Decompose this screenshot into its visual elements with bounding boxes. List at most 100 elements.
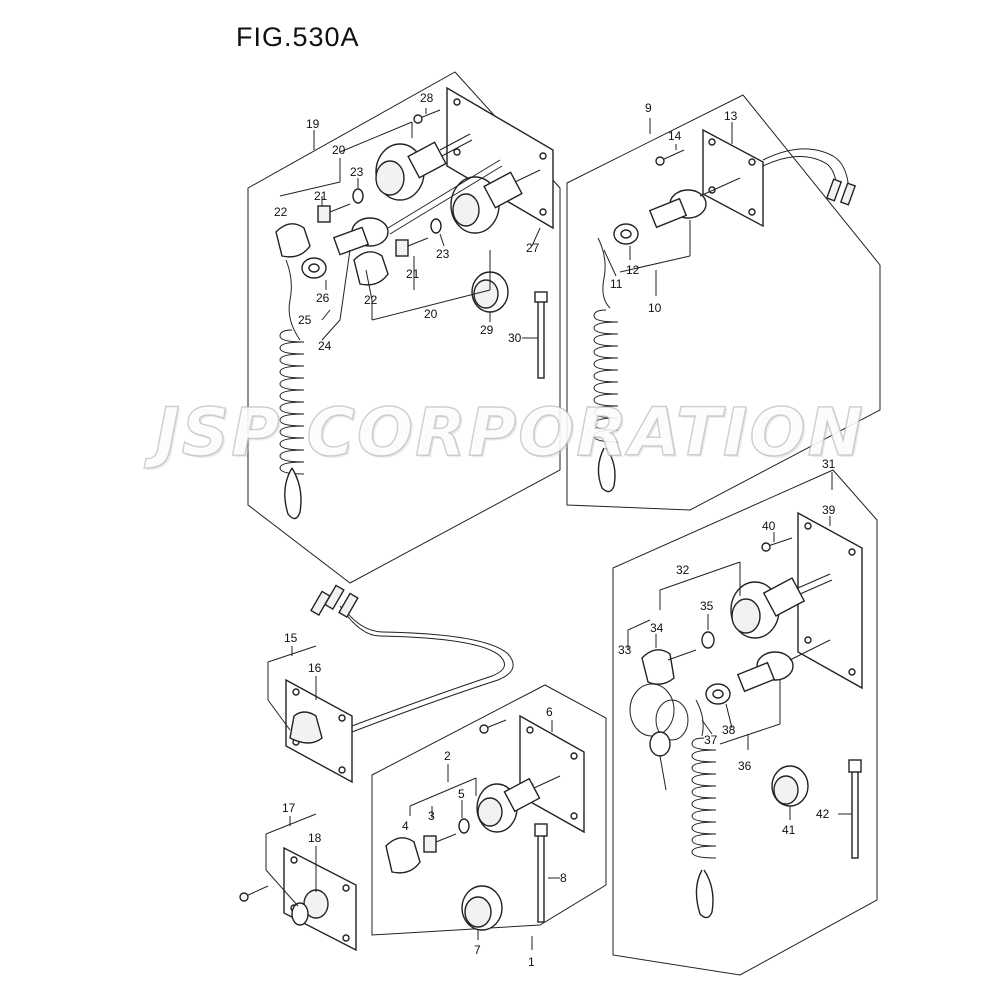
leader-lines-1 xyxy=(409,720,560,950)
callout-16: 16 xyxy=(308,661,322,675)
panel-assembly-31 xyxy=(612,469,878,976)
callout-1: 1 xyxy=(528,955,535,969)
callout-13: 13 xyxy=(724,109,738,123)
tie-strap-30 xyxy=(537,299,545,379)
key-21-lower xyxy=(395,239,409,257)
key-switch-upper xyxy=(375,133,473,201)
wire-harness-13 xyxy=(762,148,857,206)
callout-26: 26 xyxy=(316,291,330,305)
mounting-plate-6 xyxy=(519,714,585,834)
callout-21-lower: 21 xyxy=(406,267,420,281)
leader-lines-19 xyxy=(279,108,541,341)
callout-2: 2 xyxy=(444,749,451,763)
callout-22-lower: 22 xyxy=(364,293,378,307)
callout-18: 18 xyxy=(308,831,322,845)
callout-34: 34 xyxy=(650,621,664,635)
callout-8: 8 xyxy=(560,871,567,885)
panel-switch-15 xyxy=(267,584,514,784)
key-21-upper xyxy=(317,205,331,223)
key-cap-4 xyxy=(385,837,421,874)
panel-frame-19 xyxy=(247,71,561,584)
key-cap-22-upper xyxy=(275,223,311,258)
panel-assembly-9 xyxy=(566,94,881,511)
callout-24: 24 xyxy=(318,339,332,353)
callout-32: 32 xyxy=(676,563,690,577)
mounting-plate-39 xyxy=(797,511,863,690)
callout-42: 42 xyxy=(816,807,830,821)
washer-35 xyxy=(701,631,715,649)
callout-22-upper: 22 xyxy=(274,205,288,219)
callout-28: 28 xyxy=(420,91,434,105)
key-set-33 xyxy=(629,649,697,791)
callout-4: 4 xyxy=(402,819,409,833)
callout-3: 3 xyxy=(428,809,435,823)
screw-40 xyxy=(767,537,793,547)
ignition-switch xyxy=(730,573,833,639)
callout-17: 17 xyxy=(282,801,296,815)
screw-28 xyxy=(419,109,441,119)
stop-switch-36 xyxy=(736,639,831,693)
lanyard-cord-11 xyxy=(593,237,619,493)
panel-frame-31 xyxy=(612,469,878,976)
callout-35: 35 xyxy=(700,599,714,613)
screw-14 xyxy=(661,149,685,161)
callout-23-upper: 23 xyxy=(350,165,364,179)
callout-21-upper: 21 xyxy=(314,189,328,203)
callout-5: 5 xyxy=(458,787,465,801)
callout-39: 39 xyxy=(822,503,836,517)
panel-switch-17 xyxy=(239,813,357,952)
callout-7: 7 xyxy=(474,943,481,957)
callout-9: 9 xyxy=(645,101,652,115)
key-switch-2 xyxy=(476,775,561,833)
leader-lines-31 xyxy=(627,472,852,820)
callout-33: 33 xyxy=(618,643,632,657)
panel-assembly-19 xyxy=(247,71,561,584)
stop-switch-10 xyxy=(648,177,741,229)
mounting-plate-27 xyxy=(446,86,554,230)
callout-20-upper: 20 xyxy=(332,143,346,157)
tie-strap-42 xyxy=(851,769,859,859)
callout-15: 15 xyxy=(284,631,298,645)
key-3 xyxy=(423,835,437,853)
key-cap-22-lower xyxy=(353,251,389,286)
figure-title: FIG.530A xyxy=(236,22,360,52)
lanyard-cord-24 xyxy=(279,259,305,520)
callout-27: 27 xyxy=(526,241,540,255)
leader-lines-9 xyxy=(603,118,733,296)
callout-10: 10 xyxy=(648,301,662,315)
callout-20-lower: 20 xyxy=(424,307,438,321)
screw xyxy=(485,719,507,729)
tie-strap-8 xyxy=(537,833,545,923)
callout-19: 19 xyxy=(306,117,320,131)
panel-frame-9 xyxy=(566,94,881,511)
stop-switch xyxy=(332,159,503,256)
panel-frame-1 xyxy=(371,684,607,936)
callout-36: 36 xyxy=(738,759,752,773)
washer-23-lower xyxy=(430,218,442,234)
callout-11: 11 xyxy=(610,277,623,291)
callout-38: 38 xyxy=(722,723,736,737)
callout-29: 29 xyxy=(480,323,494,337)
callout-23-lower: 23 xyxy=(436,247,450,261)
callout-31: 31 xyxy=(822,457,836,471)
key-switch-lower xyxy=(450,169,541,234)
mounting-plate-13 xyxy=(702,128,764,228)
screw-17 xyxy=(245,885,269,897)
callout-12: 12 xyxy=(626,263,640,277)
callout-14: 14 xyxy=(668,129,682,143)
callout-30: 30 xyxy=(508,331,522,345)
callout-41: 41 xyxy=(782,823,796,837)
harness-15 xyxy=(310,584,514,733)
leader-lines-17 xyxy=(265,813,317,907)
washer-23-upper xyxy=(352,188,364,204)
callout-40: 40 xyxy=(762,519,776,533)
callout-numbers: 19 20 23 21 22 28 27 23 21 26 22 25 20 2… xyxy=(274,91,836,969)
callout-6: 6 xyxy=(546,705,553,719)
washer-5 xyxy=(458,818,470,834)
lanyard-cord-37 xyxy=(691,699,717,919)
toggle-switch-16 xyxy=(289,711,323,744)
panel-assembly-1 xyxy=(371,684,607,950)
leader-lines-15 xyxy=(267,645,317,731)
callout-25: 25 xyxy=(298,313,312,327)
